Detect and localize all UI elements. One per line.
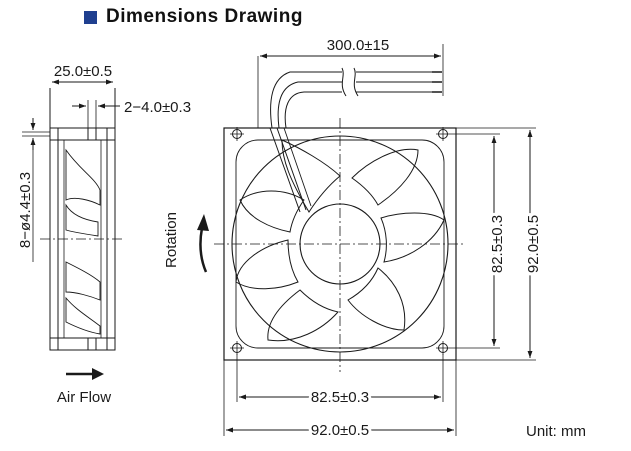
drawing-title: Dimensions Drawing	[84, 4, 303, 30]
title-text: Dimensions Drawing	[106, 6, 303, 27]
unit-label: Unit: mm	[526, 423, 586, 440]
depth-dimension-label: 25.0±0.5	[54, 63, 112, 80]
airflow-label: Air Flow	[57, 389, 111, 406]
cable-length-label: 300.0±15	[327, 37, 389, 54]
front-view	[214, 44, 536, 436]
hole-pitch-horizontal-label: 82.5±0.3	[311, 389, 369, 406]
holes-dimension-label: 8−ø4.4±0.3	[17, 172, 34, 248]
rotation-label: Rotation	[163, 212, 180, 268]
title-bullet-icon	[84, 10, 97, 24]
rotation-arrow-icon	[197, 214, 209, 273]
hole-pitch-vertical-label: 82.5±0.3	[489, 215, 506, 273]
frame-vertical-label: 92.0±0.5	[525, 215, 542, 273]
airflow-arrow-icon	[66, 368, 104, 380]
frame-horizontal-label: 92.0±0.5	[311, 422, 369, 439]
boss-dimension-label: 2−4.0±0.3	[124, 99, 191, 116]
side-view	[22, 79, 125, 351]
